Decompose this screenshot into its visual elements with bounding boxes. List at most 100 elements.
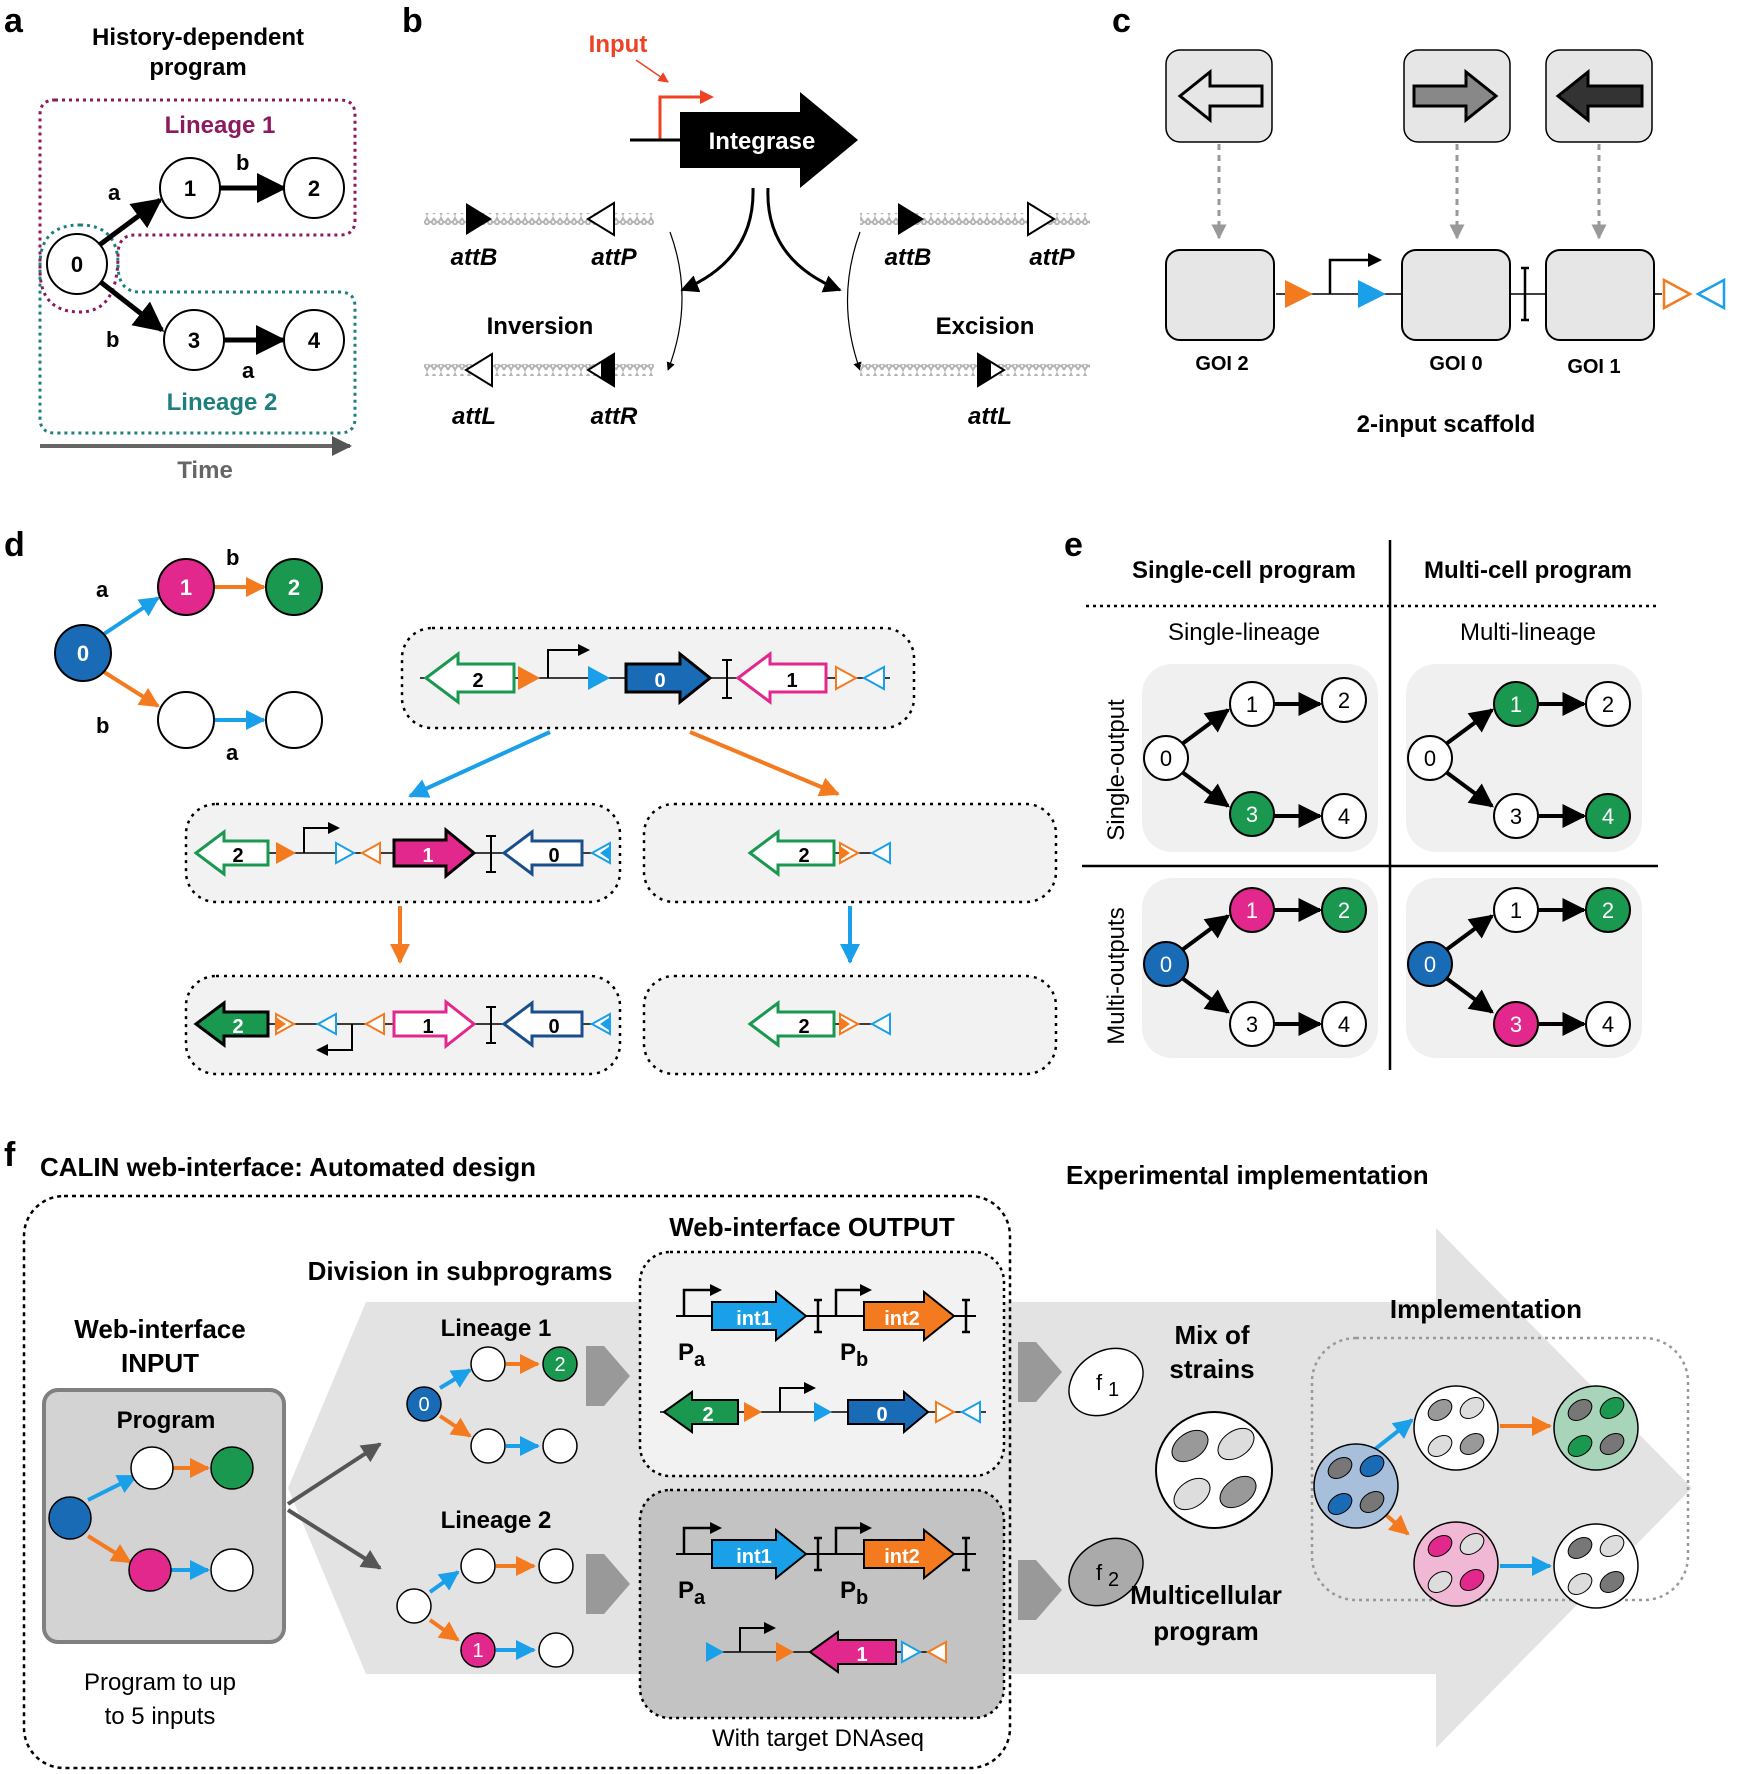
integrase-label: Integrase [709, 128, 816, 155]
svg-text:0: 0 [654, 670, 665, 692]
a-edge-label-b2: b [106, 327, 119, 352]
input-promoter-icon [658, 95, 700, 140]
f-web-output-label: Web-interface OUTPUT [669, 1212, 955, 1242]
svg-text:0: 0 [1160, 952, 1172, 977]
svg-text:2: 2 [554, 1354, 565, 1376]
svg-text:int1: int1 [736, 1308, 772, 1330]
dna-right-bottom [860, 364, 1090, 376]
c-blue-site [1358, 280, 1386, 308]
svg-text:f: f [1096, 1560, 1103, 1585]
a-edge-label-a2: a [242, 358, 255, 383]
svg-text:1: 1 [422, 1016, 433, 1038]
f-l1-node-4 [542, 1428, 578, 1464]
attB-site-right [898, 203, 924, 235]
svg-text:2: 2 [1602, 692, 1614, 717]
c-orange-open-site [1662, 277, 1693, 311]
goi0-label: GOI 0 [1429, 353, 1482, 375]
goi0-orientation-arrow [1412, 68, 1499, 124]
panel-a: a History-dependent program Lineage 1 Li… [4, 2, 357, 484]
inversion-arrow [680, 187, 755, 293]
f-lineage2-label: Lineage 2 [441, 1507, 552, 1534]
excision-thin-arrow [846, 231, 862, 371]
svg-text:3: 3 [188, 328, 200, 353]
f-web-input-2: INPUT [121, 1348, 199, 1378]
goi2-orientation-arrow [1177, 68, 1264, 124]
dna-left-top [424, 213, 654, 225]
goi2-label: GOI 2 [1195, 353, 1248, 375]
svg-text:2: 2 [702, 1404, 713, 1426]
svg-text:P: P [678, 1339, 694, 1366]
f-l1-node-1 [470, 1346, 506, 1382]
d-gene-0 [624, 650, 713, 706]
svg-text:4: 4 [1602, 804, 1614, 829]
svg-text:3: 3 [1246, 802, 1258, 827]
f-lineage1-label: Lineage 1 [441, 1315, 552, 1342]
svg-text:0: 0 [548, 1016, 559, 1038]
d-edge-label-b1: b [226, 545, 239, 570]
integrase-gene [680, 92, 858, 188]
goi2-slot [1165, 249, 1275, 341]
attB-site-left [466, 203, 492, 235]
a-lineage2-label: Lineage 2 [167, 389, 278, 416]
svg-text:2: 2 [232, 1016, 243, 1038]
d-edge-label-a1: a [96, 577, 109, 602]
svg-text:P: P [840, 1339, 856, 1366]
f-program-note-2: to 5 inputs [105, 1703, 216, 1730]
f-design-box [22, 1194, 1012, 1770]
svg-text:0: 0 [418, 1394, 429, 1416]
chevron-icon [586, 1346, 630, 1406]
svg-text:4: 4 [1338, 1012, 1350, 1037]
inversion-thin-arrow [666, 231, 683, 371]
goi0-slot [1401, 249, 1511, 341]
e-col1-title: Single-cell program [1132, 557, 1356, 584]
f-l2-node-1: 1 [460, 1632, 496, 1668]
panel-d: d a b b a 0 1 2 2 0 1 [4, 526, 1058, 1076]
svg-text:4: 4 [1602, 1012, 1614, 1037]
f-title-left: CALIN web-interface: Automated design [40, 1152, 536, 1182]
f-int1-gene [711, 1289, 808, 1343]
d-node-1: 1 [157, 558, 215, 616]
d-gene-2 [423, 651, 516, 705]
input-arrow [635, 59, 669, 83]
scaffold-label: 2-input scaffold [1357, 411, 1536, 438]
svg-text:1: 1 [472, 1640, 483, 1662]
a-node-0: 0 [46, 233, 108, 295]
f-l2-node-0 [396, 1588, 432, 1624]
f-input-node-1 [130, 1446, 174, 1490]
f-l1-node-2: 2 [542, 1346, 578, 1382]
d-node-2: 2 [265, 558, 323, 616]
svg-text:P: P [678, 1577, 694, 1604]
svg-text:4: 4 [1338, 804, 1350, 829]
input-label: Input [589, 31, 648, 58]
panel-label-d: d [4, 526, 25, 564]
f-target-label: With target DNAseq [712, 1725, 924, 1752]
panel-label-e: e [1064, 526, 1083, 564]
f-l1-node-0: 0 [406, 1386, 442, 1422]
d-edge-label-a2: a [226, 740, 239, 765]
inversion-label: Inversion [487, 313, 594, 340]
svg-text:1: 1 [1510, 898, 1522, 923]
strain-f2 [1068, 1537, 1144, 1607]
c-orange-site [1285, 280, 1313, 308]
attB-label-right: attB [885, 244, 932, 271]
e-row2-label: Multi-outputs [1103, 907, 1130, 1044]
f-mix-label-2: strains [1169, 1354, 1254, 1384]
lineage2-box [38, 223, 357, 435]
svg-text:3: 3 [1246, 1012, 1258, 1037]
f-l2-node-3 [538, 1632, 574, 1668]
input-promoter-arrowhead [700, 90, 714, 104]
svg-text:1: 1 [1108, 1379, 1119, 1401]
e-col2-sub: Multi-lineage [1460, 619, 1596, 646]
c-promoter-icon [1328, 258, 1370, 294]
attP-label-right: attP [1029, 244, 1075, 271]
f-implementation-label: Implementation [1390, 1294, 1582, 1324]
dna-left-bottom [424, 364, 654, 376]
f-input-node-4 [210, 1548, 254, 1592]
svg-text:a: a [694, 1587, 706, 1609]
e-graph-q3: 0 1 2 3 4 [1143, 887, 1367, 1047]
excision-label: Excision [936, 313, 1035, 340]
f-title-right: Experimental implementation [1066, 1160, 1429, 1190]
svg-text:P: P [840, 1577, 856, 1604]
a-node-1: 1 [159, 157, 221, 219]
